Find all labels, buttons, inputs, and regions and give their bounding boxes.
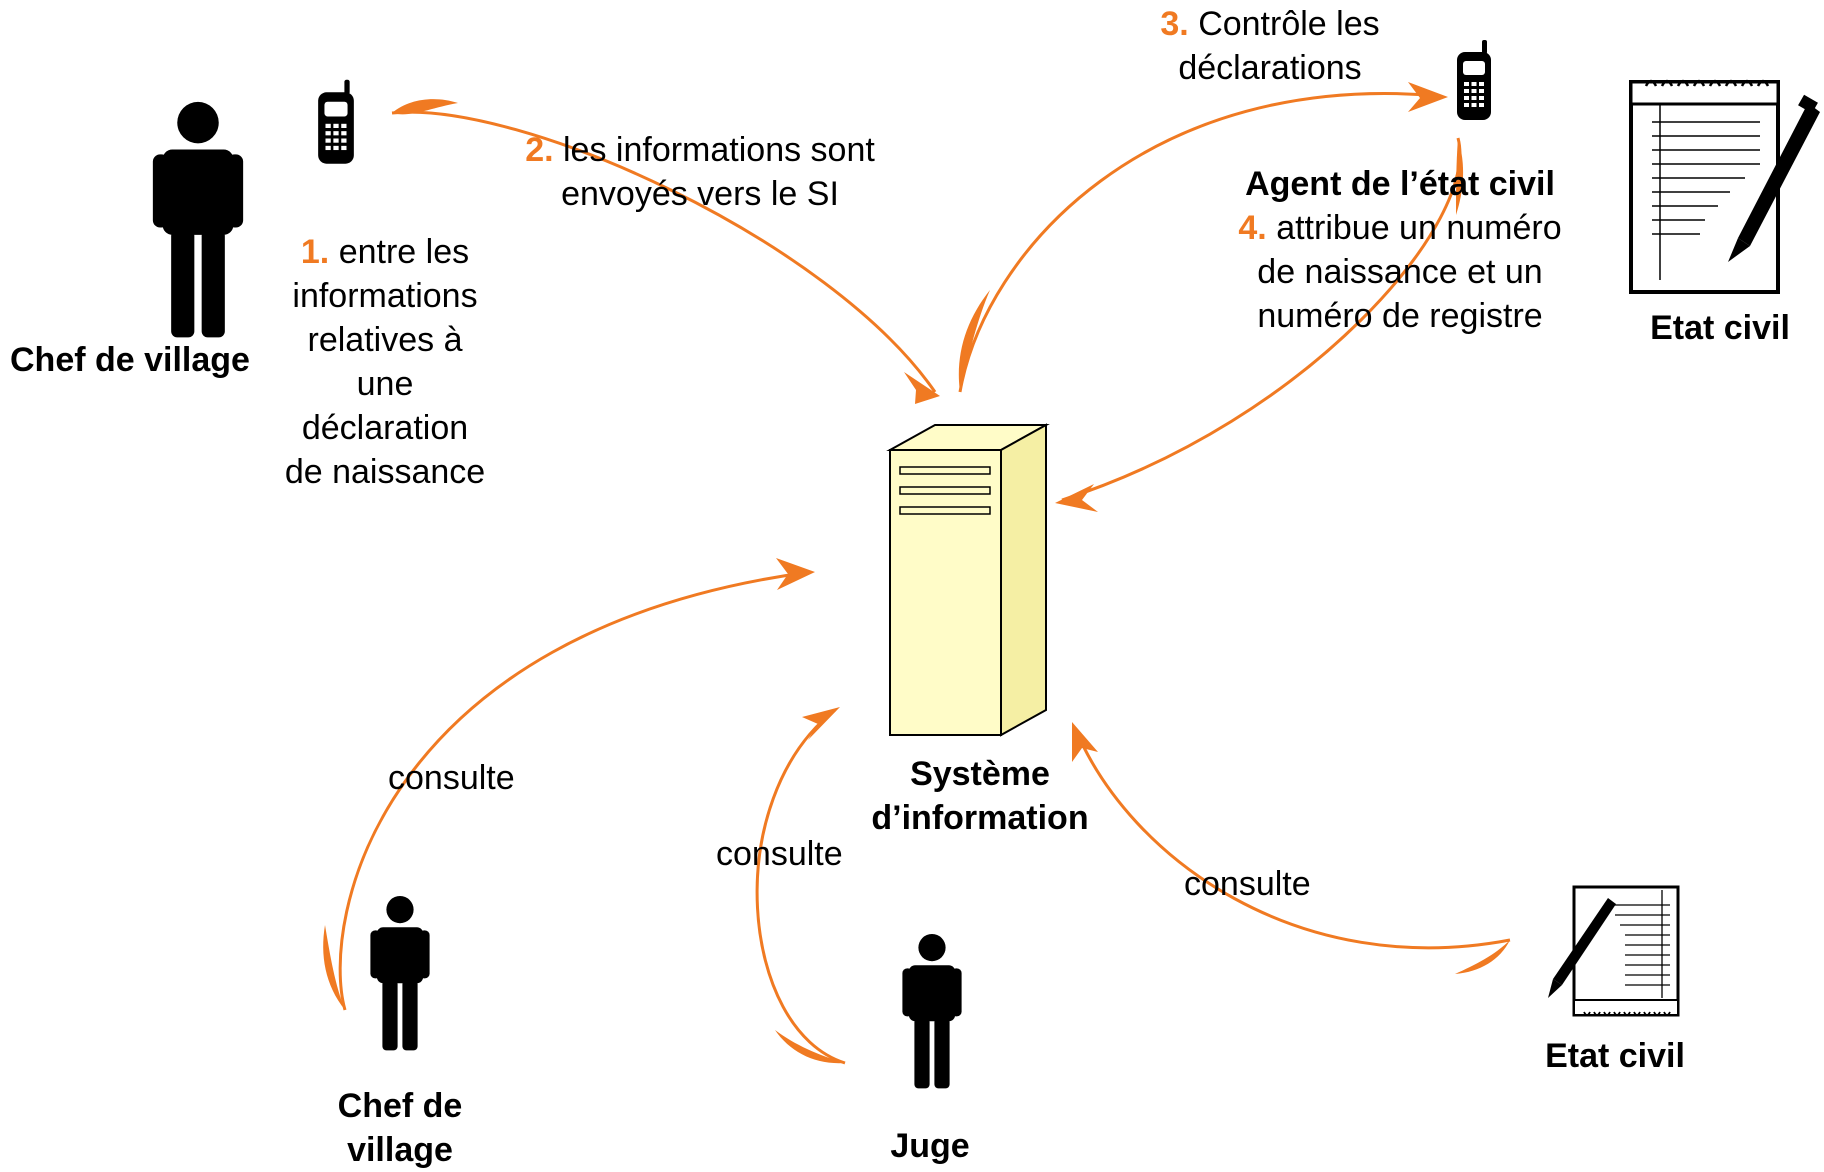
chef-village-bottom-line2: village <box>347 1131 453 1169</box>
step2-text: 2. les informations sont envoyés vers le… <box>490 128 910 216</box>
step1-line5: déclaration <box>301 409 469 447</box>
server-icon <box>886 423 1050 737</box>
register-notepad-icon-bottom <box>1548 885 1680 1017</box>
step1-number: 1. <box>300 233 330 271</box>
step1-line1: entre les <box>338 233 470 271</box>
phone-icon-agent <box>1457 40 1491 120</box>
step2-line2: envoyés vers le SI <box>561 175 839 213</box>
chef-village-bottom-line1: Chef de <box>337 1087 463 1125</box>
systeme-information-label: Système d’information <box>860 752 1100 840</box>
consulte-middle-label: consulte <box>716 835 843 873</box>
step3-line2: déclarations <box>1178 49 1362 87</box>
step4-line2: de naissance et un <box>1257 253 1543 291</box>
step3-number: 3. <box>1160 5 1189 43</box>
step4-number: 4. <box>1238 209 1267 247</box>
juge-label: Juge <box>890 1127 970 1165</box>
register-notepad-icon-top <box>1629 79 1820 294</box>
arrow-step3 <box>958 82 1448 393</box>
juge-person-icon <box>902 934 962 1089</box>
step3-text: 3. Contrôle les déclarations <box>1120 2 1420 90</box>
arrow-consulte-middle <box>755 707 846 1065</box>
etat-civil-bottom-label: Etat civil <box>1545 1037 1685 1075</box>
agent-label: Agent de l’état civil <box>1245 165 1555 203</box>
step4-line1: attribue un numéro <box>1276 209 1562 247</box>
step2-number: 2. <box>525 131 554 169</box>
etat-civil-top-label: Etat civil <box>1650 309 1790 347</box>
chef-village-bottom-label: Chef de village <box>300 1084 500 1172</box>
step1-line2: informations <box>292 277 478 315</box>
arrow-step4 <box>1055 137 1464 512</box>
chef-village-bottom-person-icon <box>370 896 430 1051</box>
consulte-left-label: consulte <box>388 759 515 797</box>
step2-line1: les informations sont <box>563 131 875 169</box>
phone-icon-chef <box>318 79 354 164</box>
chef-village-top-label: Chef de village <box>10 341 250 379</box>
consulte-right-label: consulte <box>1184 865 1311 903</box>
step1-text: 1. entre les informations relatives à un… <box>275 230 495 494</box>
step3-line1: Contrôle les <box>1198 5 1380 43</box>
step1-line6: de naissance <box>284 453 486 491</box>
step4-line3: numéro de registre <box>1257 297 1543 335</box>
arrow-consulte-left <box>323 558 815 1011</box>
systeme-line1: Système <box>910 755 1050 793</box>
step1-line4: une <box>356 365 414 403</box>
step1-line3: relatives à <box>307 321 463 359</box>
systeme-line2: d’information <box>871 799 1089 837</box>
chef-village-top-person-icon <box>152 101 244 338</box>
step4-text: 4. attribue un numéro de naissance et un… <box>1220 206 1580 338</box>
arrow-consulte-right <box>1072 722 1511 974</box>
arrow-step2 <box>391 99 940 404</box>
